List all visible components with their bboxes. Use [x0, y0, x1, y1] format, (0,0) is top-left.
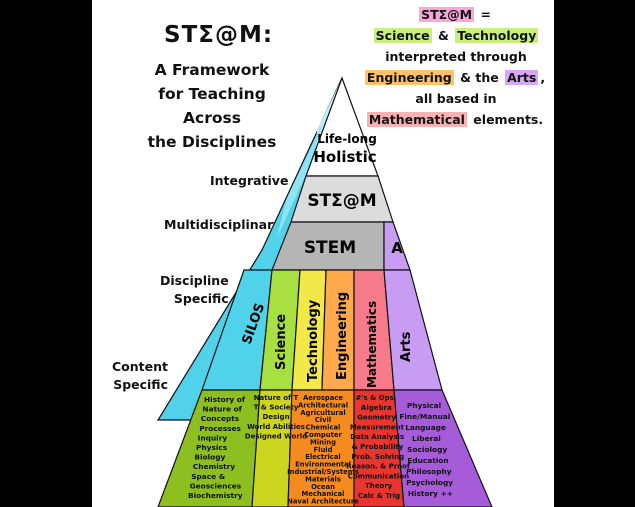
tier-steam-label: STΣ@M: [307, 191, 376, 211]
content-item-engineering: Architectural: [298, 401, 348, 409]
tier-a-label: A: [391, 239, 403, 257]
tier-stem-label: STEM: [304, 238, 356, 258]
content-item-science: Processes: [199, 424, 241, 433]
label-discipline-specific: Discipline Specific: [160, 273, 229, 306]
def-technology: Technology: [455, 28, 539, 43]
content-item-arts: Physical: [407, 401, 441, 410]
content-item-engineering: Computer: [304, 431, 342, 439]
content-science: [157, 389, 261, 507]
def-interpreted: interpreted through: [385, 49, 527, 64]
content-item-engineering: Aerospace: [303, 394, 343, 402]
column-label-technology: Technology: [306, 299, 321, 382]
content-item-arts: Philosophy: [406, 467, 452, 476]
definition-box: STΣ@M = Science & Technology interpreted…: [364, 4, 548, 130]
content-item-mathematics: Calc & Trig: [358, 492, 400, 500]
content-item-technology: Nature of T: [254, 394, 299, 402]
content-item-science: History of: [204, 395, 246, 404]
pyramid-diagram: Life-long Holistic STΣ@M STEM A SILOS Sc…: [156, 76, 493, 507]
column-label-science: Science: [274, 314, 289, 370]
def-comma: ,: [540, 70, 546, 85]
content-item-engineering: Industrial/Systems: [287, 468, 359, 476]
tier-lifelong-1: Life-long: [317, 132, 377, 146]
content-item-science: Inquiry: [198, 433, 228, 442]
content-mathematics: [353, 389, 405, 507]
content-item-science: Geosciences: [190, 481, 242, 490]
content-item-mathematics: & Probability: [352, 443, 404, 451]
content-item-technology: World Abilities: [247, 423, 305, 431]
content-item-mathematics: Theory: [365, 482, 393, 490]
content-item-mathematics: Geometry: [357, 414, 396, 422]
content-item-technology: T & Society: [254, 404, 299, 412]
content-item-engineering: Chemical: [306, 424, 341, 432]
content-text-engineering: AerospaceArchitecturalAgriculturalCivilC…: [287, 394, 359, 506]
pyramid-side-mid: [277, 120, 324, 238]
diagram-panel: STΣ@M: A Framework for Teaching Across t…: [92, 0, 554, 507]
main-title: STΣ@M:: [164, 22, 274, 48]
def-arts: Arts: [505, 70, 539, 85]
content-item-science: Physics: [196, 443, 228, 452]
content-item-engineering: Mechanical: [302, 490, 345, 498]
content-item-science: Concepts: [201, 414, 240, 423]
content-item-arts: Psychology: [406, 478, 453, 487]
def-mathematical: Mathematical: [366, 112, 467, 127]
content-item-mathematics: Algebra: [361, 404, 392, 412]
content-text-mathematics: #'s & Ops. AlgebraGeometryMeasurementData…: [346, 394, 411, 500]
def-engineering: Engineering: [364, 70, 454, 85]
def-elements: elements.: [468, 112, 544, 127]
content-item-science: Nature of: [202, 405, 242, 414]
content-item-engineering: Fluid: [313, 446, 332, 454]
content-item-engineering: Agricultural: [300, 409, 345, 417]
def-steam: STΣ@M: [419, 7, 475, 22]
content-item-mathematics: Communication: [348, 472, 409, 480]
column-label-mathematics: Mathematics: [365, 301, 379, 388]
content-engineering: [287, 389, 355, 507]
content-item-mathematics: Data Analysis: [350, 433, 404, 441]
content-item-mathematics: Prob. Solving: [351, 453, 404, 461]
content-item-mathematics: Reason. & Proof: [346, 463, 411, 471]
content-text-arts: PhysicalFine/ManualLanguageLiberalSociol…: [399, 401, 453, 498]
content-item-science: Biology: [194, 453, 225, 462]
content-item-technology: Designed World: [245, 432, 307, 440]
def-based: all based in: [415, 91, 497, 106]
content-item-arts: Fine/Manual: [399, 412, 450, 421]
content-item-arts: Education: [407, 456, 448, 465]
content-arts: [393, 389, 493, 507]
content-item-science: Chemistry: [193, 462, 236, 471]
content-item-arts: Liberal: [412, 434, 441, 443]
label-integrative: Integrative: [210, 173, 289, 188]
content-item-arts: Sociology: [407, 445, 447, 454]
column-label-engineering: Engineering: [335, 292, 350, 380]
label-multidisciplinary: Multidisciplinary: [164, 217, 282, 232]
content-item-engineering: Civil: [315, 416, 331, 424]
content-item-technology: Design: [262, 413, 289, 421]
def-and-the: & the: [455, 70, 504, 85]
content-item-engineering: Ocean: [311, 483, 335, 491]
def-equals: =: [476, 7, 491, 22]
def-and: &: [433, 28, 454, 43]
content-item-arts: History ++: [408, 489, 453, 498]
content-item-engineering: Environmental: [295, 461, 351, 469]
content-technology: [251, 389, 293, 507]
content-item-engineering: Materials: [305, 475, 341, 483]
content-item-mathematics: Measurement: [350, 423, 405, 431]
content-item-mathematics: #'s & Ops.: [356, 394, 397, 402]
tier-lifelong-2: Holistic: [313, 148, 376, 166]
content-item-engineering: Electrical: [305, 453, 341, 461]
content-item-arts: Language: [405, 423, 446, 432]
def-science: Science: [373, 28, 432, 43]
column-label-arts: Arts: [399, 331, 414, 362]
label-content-specific: Content Specific: [112, 359, 168, 392]
content-item-science: Biochemistry: [188, 491, 243, 500]
content-item-engineering: Naval Architecture: [287, 498, 359, 506]
content-item-engineering: Mining: [310, 438, 336, 446]
subtitle: A Framework for Teaching Across the Disc…: [147, 61, 277, 151]
column-arts: [383, 269, 443, 391]
content-item-science: Space &: [191, 472, 226, 481]
